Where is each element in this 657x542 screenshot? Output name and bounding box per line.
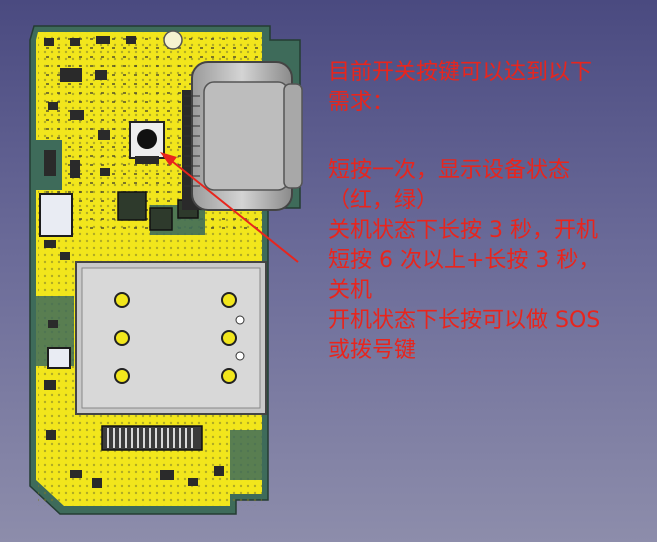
requirement-line: 短按一次，显示设备状态: [328, 158, 571, 183]
ic-chip-small: [47, 347, 71, 369]
annotation-arrow: [160, 152, 299, 263]
fpc-connector: [101, 425, 203, 451]
power-button[interactable]: [129, 121, 165, 164]
requirement-line: 关机状态下长按 3 秒，开机: [328, 218, 598, 243]
requirement-line: 关机: [328, 278, 373, 303]
annotation-text: 目前开关按键可以达到以下 需求： 短按一次，显示设备状态 （红，绿） 关机状态下…: [328, 58, 653, 366]
sim-card-slot: [75, 261, 267, 415]
heading-line-1: 目前开关按键可以达到以下: [328, 60, 593, 85]
requirement-line: 短按 6 次以上+长按 3 秒，: [328, 248, 601, 273]
usb-c-connector: [182, 61, 303, 211]
requirement-line: 开机状态下长按可以做 SOS: [328, 308, 601, 333]
ic-chip: [39, 193, 73, 237]
heading-line-2: 需求：: [328, 90, 395, 115]
requirement-line: 或拨号键: [328, 338, 417, 363]
smd-components: [44, 36, 224, 488]
requirement-line: （红，绿）: [328, 188, 439, 213]
